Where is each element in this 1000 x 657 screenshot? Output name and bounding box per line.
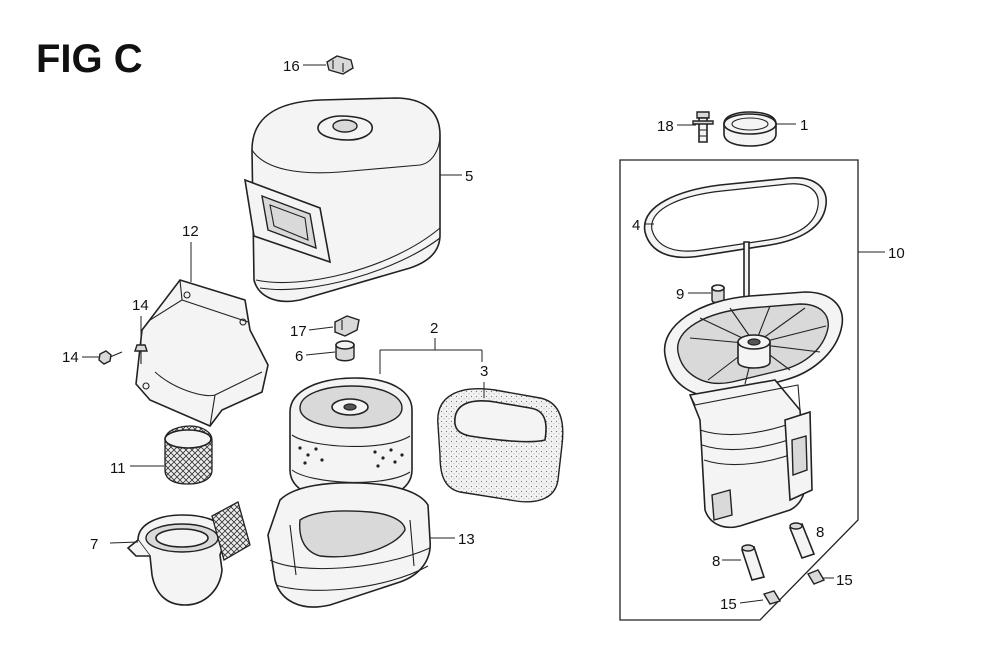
callout-6: 6 <box>295 348 336 365</box>
svg-text:15: 15 <box>836 572 853 589</box>
part-16-clip <box>326 55 354 75</box>
assembly-10-frame <box>619 159 859 621</box>
svg-text:17: 17 <box>290 323 307 340</box>
callout-7: 13 <box>430 531 475 548</box>
part-14-screw-upper <box>134 344 148 364</box>
part-17-clip <box>334 315 360 337</box>
svg-text:14: 14 <box>132 297 149 314</box>
callout-16: 16 <box>283 58 326 75</box>
svg-text:2: 2 <box>430 320 438 337</box>
figure-title: FIG C <box>36 37 143 81</box>
svg-text:15: 15 <box>720 596 737 613</box>
svg-text:4: 4 <box>632 217 640 234</box>
part-10-base-assembly <box>663 241 844 529</box>
svg-text:10: 10 <box>888 245 905 262</box>
part-11-elbow-cup <box>126 501 251 606</box>
callout-13: 11 <box>110 460 164 477</box>
part-2-paper-element <box>289 377 413 503</box>
svg-text:13: 13 <box>458 531 475 548</box>
callout-8-left: 8 <box>712 553 741 570</box>
svg-text:8: 8 <box>816 524 824 541</box>
callout-18: 18 <box>657 118 696 135</box>
callout-2: 2 <box>379 320 483 374</box>
svg-text:5: 5 <box>465 168 473 185</box>
callout-5: 5 <box>440 168 473 185</box>
part-7-air-cleaner-case <box>267 482 431 608</box>
svg-text:6: 6 <box>295 348 303 365</box>
callout-10: 10 <box>858 245 905 262</box>
callout-14-lower: 14 <box>62 349 99 366</box>
part-12-elbow <box>135 279 269 427</box>
callout-15-right: 15 <box>822 572 853 589</box>
callout-8-right: 8 <box>816 524 824 541</box>
part-8-tube-right <box>788 522 816 559</box>
svg-text:8: 8 <box>712 553 720 570</box>
part-13-screen <box>164 425 213 485</box>
part-6-collar <box>335 340 355 362</box>
callout-15-left: 15 <box>720 596 764 613</box>
svg-text:18: 18 <box>657 118 674 135</box>
svg-text:12: 12 <box>182 223 199 240</box>
callout-3: 3 <box>480 363 488 398</box>
callout-11: 7 <box>90 536 139 553</box>
callout-4: 4 <box>632 217 654 234</box>
svg-text:16: 16 <box>283 58 300 75</box>
part-14-screw-lower <box>98 350 123 365</box>
svg-text:7: 7 <box>90 536 98 553</box>
svg-text:3: 3 <box>480 363 488 380</box>
svg-text:14: 14 <box>62 349 79 366</box>
svg-text:9: 9 <box>676 286 684 303</box>
svg-text:11: 11 <box>110 460 126 477</box>
callout-9: 9 <box>676 286 711 303</box>
callout-1: 1 <box>776 117 808 134</box>
part-1-seal-ring <box>723 111 777 147</box>
part-18-bolt <box>692 111 714 143</box>
callout-12: 12 <box>182 223 199 282</box>
callout-14-upper: 14 <box>132 297 149 344</box>
part-5-air-cleaner-cover <box>243 97 441 303</box>
part-4-gasket <box>643 177 827 259</box>
part-15-cap-left <box>762 590 782 605</box>
part-15-cap-right <box>806 569 826 585</box>
svg-text:1: 1 <box>800 117 808 134</box>
part-8-tube-left <box>740 544 766 581</box>
part-3-foam-element <box>437 388 564 503</box>
callout-17: 17 <box>290 323 334 340</box>
